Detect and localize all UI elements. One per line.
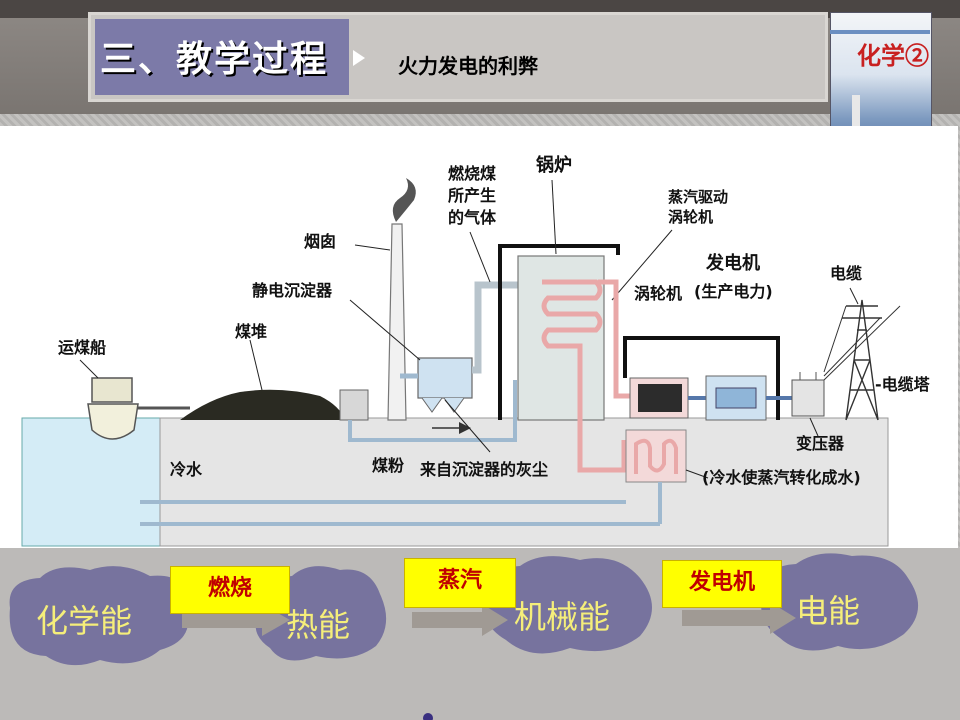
process-combustion: 燃烧 xyxy=(170,566,290,614)
cloud-electric xyxy=(761,553,919,651)
steam-pipe xyxy=(598,279,632,399)
energy-mechanical: 机械能 xyxy=(514,598,611,636)
coal-ship-hull xyxy=(87,403,139,440)
label-boiler: 锅炉 xyxy=(536,155,572,176)
generator-frame xyxy=(623,336,780,420)
condenser-coil xyxy=(634,438,678,474)
bottom-dot xyxy=(423,713,433,720)
label-cable-tower: -电缆塔 xyxy=(875,375,930,394)
arrow-steam xyxy=(412,604,508,636)
coal-ship-cabin xyxy=(91,377,133,403)
condenser-pointer xyxy=(685,469,709,479)
cloud-mechanical xyxy=(485,556,652,654)
coal-pile xyxy=(180,389,345,420)
label-condenser-note: (冷水使蒸汽转化成水) xyxy=(702,468,861,487)
coal-powder-pipe xyxy=(348,380,517,442)
coal-pile-pointer xyxy=(249,339,263,391)
precipitator-pointer xyxy=(349,299,421,361)
arrow-generator xyxy=(682,602,796,634)
cable-tower-arms xyxy=(842,305,882,319)
label-gas-1: 燃烧煤 xyxy=(448,164,497,183)
textbook-title: 化学② xyxy=(857,41,929,70)
slide-subtitle: 火力发电的利弊 xyxy=(398,54,538,78)
energy-clouds xyxy=(9,553,919,666)
cloud-chemical xyxy=(9,566,189,666)
label-steam-drives-1: 蒸汽驱动 xyxy=(668,188,729,206)
label-generator: 发电机 xyxy=(706,253,760,274)
label-precipitator: 静电沉淀器 xyxy=(252,281,333,300)
title-arrow-icon xyxy=(353,50,365,66)
slide-title: 三、教学过程 xyxy=(100,38,329,80)
cable-tower xyxy=(845,299,879,421)
title-box xyxy=(95,19,349,95)
label-cold-water: 冷水 xyxy=(170,460,203,479)
label-coal-ship: 运煤船 xyxy=(58,338,107,357)
label-gas-2: 所产生 xyxy=(448,186,497,205)
label-gas-3: 的气体 xyxy=(448,208,497,227)
coal-ship-pointer xyxy=(79,359,99,379)
chimney-pointer xyxy=(354,244,391,251)
label-coal-pile: 煤堆 xyxy=(235,322,268,341)
chimney-stack xyxy=(387,223,407,421)
energy-electric: 电能 xyxy=(796,592,861,630)
boiler-pointer xyxy=(551,179,557,255)
pulverizer xyxy=(339,389,369,421)
energy-thermal: 热能 xyxy=(286,606,351,644)
label-turbine: 涡轮机 xyxy=(634,284,683,303)
energy-chemical: 化学能 xyxy=(36,602,133,640)
textbook-band xyxy=(830,30,930,34)
process-generator: 发电机 xyxy=(662,560,782,608)
generator-core xyxy=(715,387,757,409)
boiler-frame xyxy=(498,244,620,420)
transformer-pointer xyxy=(809,417,819,437)
label-chimney: 烟囱 xyxy=(304,232,337,251)
label-cable: 电缆 xyxy=(830,264,863,283)
label-steam-drives-2: 涡轮机 xyxy=(668,208,714,226)
process-steam: 蒸汽 xyxy=(404,558,516,608)
turbine-rotor xyxy=(638,384,682,412)
ash-pointer xyxy=(444,399,491,453)
label-transformer: 变压器 xyxy=(796,434,845,453)
cable-pointer xyxy=(849,287,859,305)
label-coal-powder: 煤粉 xyxy=(372,456,405,475)
label-generator-note: (生产电力) xyxy=(694,282,773,301)
chimney-smoke xyxy=(392,178,416,222)
steam-pointer xyxy=(611,229,673,301)
water-body xyxy=(21,417,161,547)
transformer xyxy=(791,379,825,417)
power-cables xyxy=(823,305,901,381)
boiler-steam-coil xyxy=(541,279,627,473)
gas-pointer xyxy=(469,231,491,283)
label-ash: 来自沉淀器的灰尘 xyxy=(420,460,549,479)
precipitator-box xyxy=(417,357,473,399)
